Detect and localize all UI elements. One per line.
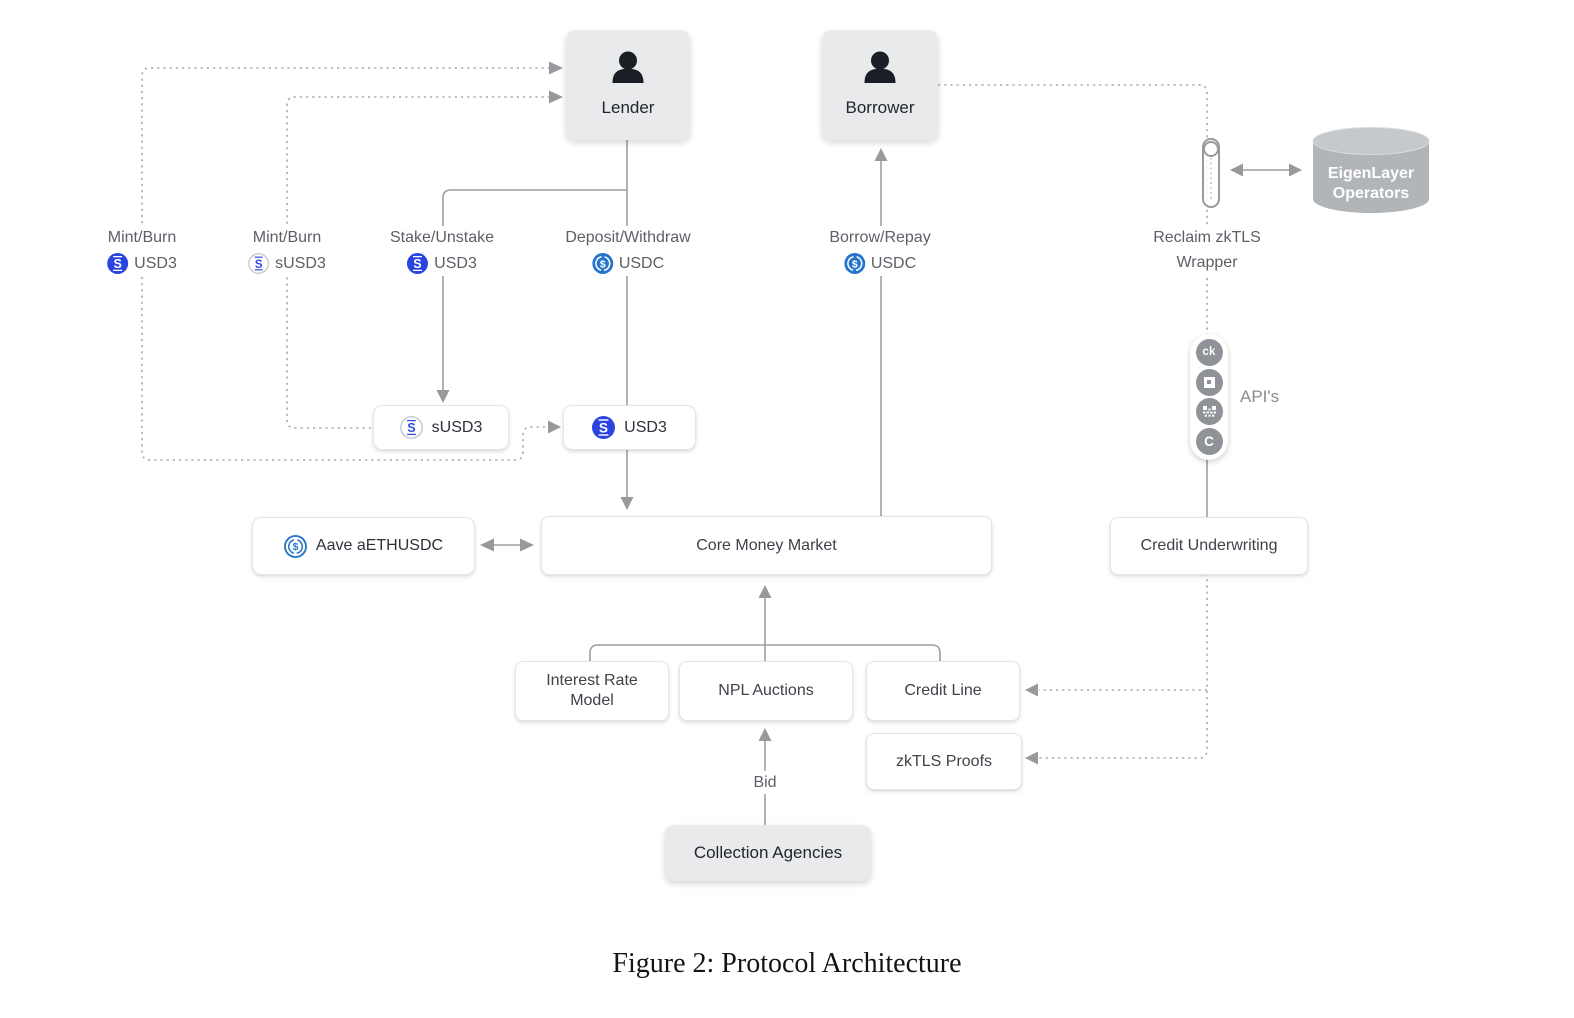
susd3-coin-icon: S — [248, 253, 270, 275]
node-core-money-market: Core Money Market — [541, 516, 992, 575]
svg-text:Operators: Operators — [1333, 185, 1410, 202]
edge-action-text: Deposit/Withdraw — [565, 229, 691, 246]
edge-action-text: Bid — [753, 774, 777, 791]
node-aave-aethusdc: $ Aave aETHUSDC — [252, 517, 475, 575]
node-collection-agencies: Collection Agencies — [665, 825, 871, 881]
figure-caption: Figure 2: Protocol Architecture — [612, 948, 962, 979]
api-icon-c: C — [1195, 428, 1223, 456]
api-icon-mask-grid — [1195, 398, 1223, 426]
zktls-wrapper-capsule-icon — [1200, 136, 1222, 215]
usd3-coin-icon: S — [592, 416, 616, 439]
node-label: Credit Line — [904, 682, 982, 699]
database-cylinder-icon: EigenLayer Operators — [1312, 127, 1430, 213]
apis-label: API's — [1240, 387, 1280, 406]
node-susd3-token: S sUSD3 — [373, 405, 509, 450]
node-label: Interest Rate — [546, 672, 638, 689]
edge-action-text: Wrapper — [1176, 254, 1238, 272]
node-zktls-proofs: zkTLS Proofs — [866, 733, 1022, 790]
aave-aethusdc-coin-icon: $ — [283, 534, 307, 558]
edge-action-text: Stake/Unstake — [389, 229, 495, 246]
api-icon-ck: ck — [1195, 338, 1223, 366]
token-text: USDC — [618, 255, 665, 273]
person-icon — [610, 51, 646, 90]
svg-text:$: $ — [851, 258, 857, 270]
edge-label-borrow-repay: Borrow/Repay $ USDC — [823, 226, 937, 277]
token-text: sUSD3 — [275, 255, 326, 273]
node-interest-rate-model: Interest Rate Model — [515, 661, 669, 721]
edge-label-mint-burn-susd3: Mint/Burn S sUSD3 — [242, 226, 332, 277]
node-usd3-token: S USD3 — [563, 405, 696, 450]
edge-action-text: Mint/Burn — [252, 229, 322, 246]
node-credit-line: Credit Line — [866, 661, 1020, 721]
node-label: Core Money Market — [696, 536, 837, 554]
svg-text:S: S — [599, 420, 608, 435]
node-npl-auctions: NPL Auctions — [679, 661, 853, 721]
edge-action-text: Mint/Burn — [107, 229, 177, 246]
svg-text:EigenLayer: EigenLayer — [1328, 165, 1414, 182]
edge-label-deposit-withdraw: Deposit/Withdraw $ USDC — [559, 226, 697, 277]
usdc-coin-icon: $ — [843, 253, 865, 275]
svg-text:$: $ — [293, 542, 299, 553]
svg-text:S: S — [113, 257, 121, 271]
svg-text:S: S — [407, 421, 415, 435]
edge-label-bid: Bid — [747, 771, 783, 795]
api-icon-bank-square — [1195, 368, 1223, 396]
edge-label-reclaim-zktls-wrapper: Reclaim zkTLS Wrapper — [1147, 226, 1267, 275]
node-label: Model — [570, 692, 614, 709]
usd3-coin-icon: S — [107, 253, 129, 275]
person-icon — [862, 51, 898, 90]
node-label: Credit Underwriting — [1140, 537, 1278, 554]
svg-text:S: S — [413, 257, 421, 271]
node-label: USD3 — [624, 418, 667, 436]
node-lender: Lender — [566, 30, 690, 140]
api-providers-pill: ck C — [1190, 334, 1228, 460]
node-label: Aave aETHUSDC — [315, 537, 444, 554]
token-text: USD3 — [134, 255, 177, 273]
node-label: Collection Agencies — [693, 843, 843, 863]
usd3-coin-icon: S — [407, 253, 429, 275]
svg-text:$: $ — [599, 258, 605, 270]
node-eigenlayer-operators: EigenLayer Operators — [1312, 127, 1430, 219]
node-credit-underwriting: Credit Underwriting — [1110, 517, 1308, 575]
edge-action-text: Reclaim zkTLS — [1153, 229, 1261, 246]
node-label: Lender — [601, 98, 655, 118]
edge-action-text: Borrow/Repay — [829, 229, 931, 246]
node-label: NPL Auctions — [718, 682, 814, 699]
edge-label-stake-unstake: Stake/Unstake S USD3 — [383, 226, 501, 277]
node-label: sUSD3 — [431, 418, 483, 436]
edge-label-mint-burn-usd3: Mint/Burn S USD3 — [101, 226, 183, 277]
svg-text:S: S — [255, 259, 263, 271]
node-borrower: Borrower — [822, 30, 938, 140]
node-label: Borrower — [845, 98, 915, 118]
token-text: USDC — [870, 255, 917, 273]
usdc-coin-icon: $ — [591, 253, 613, 275]
node-label: zkTLS Proofs — [895, 752, 993, 770]
token-text: USD3 — [434, 255, 477, 273]
susd3-coin-icon: S — [399, 416, 423, 439]
